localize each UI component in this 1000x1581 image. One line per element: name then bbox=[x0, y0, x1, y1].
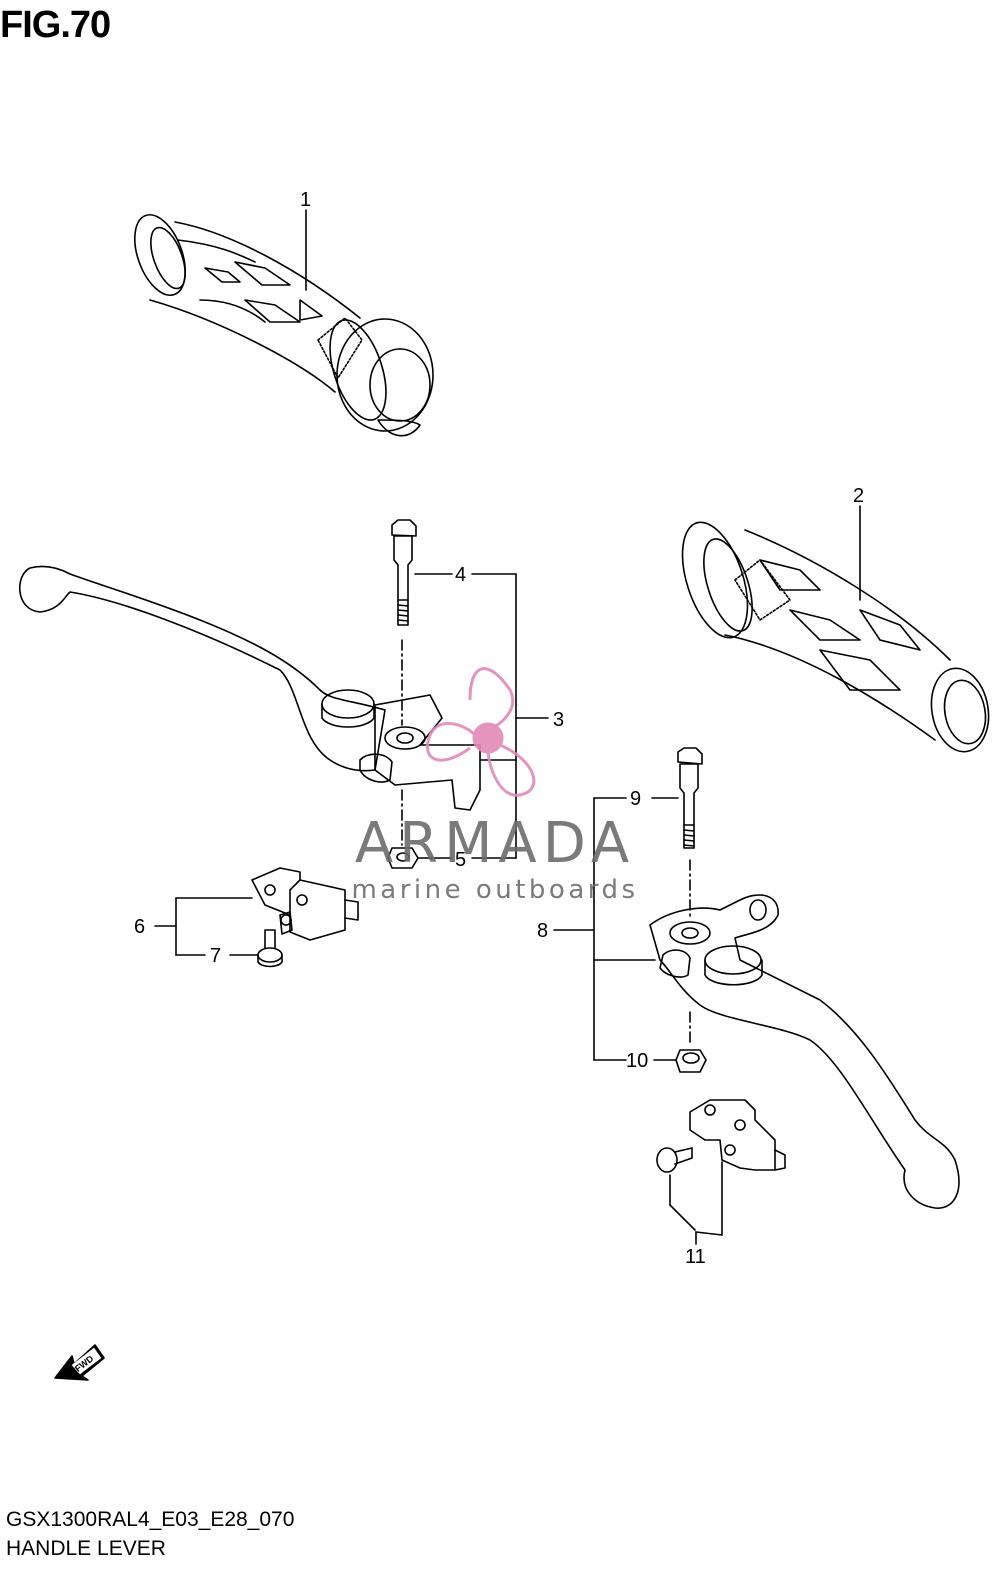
propeller-icon bbox=[425, 667, 536, 797]
bracket-right-lever bbox=[553, 797, 679, 1061]
section-name: HANDLE LEVER bbox=[6, 1537, 166, 1560]
callout-7: 7 bbox=[210, 945, 221, 967]
fwd-arrow-icon bbox=[54, 1344, 105, 1381]
watermark-logo: ARMADA marine outboards bbox=[351, 667, 638, 905]
callout-3: 3 bbox=[553, 709, 564, 731]
left-lever-switch-part bbox=[251, 867, 359, 941]
pivot-bolt-left-part bbox=[391, 519, 417, 626]
left-grip-part bbox=[134, 209, 434, 437]
right-lever-part bbox=[649, 859, 960, 1209]
callout-2: 2 bbox=[853, 485, 864, 507]
model-code: GSX1300RAL4_E03_E28_070 bbox=[6, 1508, 295, 1531]
callout-5: 5 bbox=[455, 849, 466, 871]
bracket-left-switch bbox=[154, 897, 259, 956]
right-lever-switch-part bbox=[656, 1099, 786, 1245]
left-lever-part bbox=[18, 565, 481, 846]
watermark-tagline: marine outboards bbox=[351, 875, 638, 905]
callout-4: 4 bbox=[455, 564, 466, 586]
nut-right-part bbox=[675, 1049, 707, 1073]
watermark-brand: ARMADA bbox=[355, 811, 635, 876]
pivot-bolt-right-part bbox=[677, 747, 703, 849]
callout-11: 11 bbox=[685, 1246, 706, 1268]
callout-1: 1 bbox=[300, 189, 311, 211]
screw-left-switch-part bbox=[257, 929, 283, 968]
bracket-left-lever bbox=[414, 573, 549, 859]
right-grip-part bbox=[681, 505, 990, 753]
callout-6: 6 bbox=[134, 916, 145, 938]
callout-8: 8 bbox=[537, 920, 548, 942]
callout-9: 9 bbox=[630, 788, 641, 810]
figure-title: FIG.70 bbox=[0, 4, 111, 46]
callout-10: 10 bbox=[626, 1050, 648, 1072]
